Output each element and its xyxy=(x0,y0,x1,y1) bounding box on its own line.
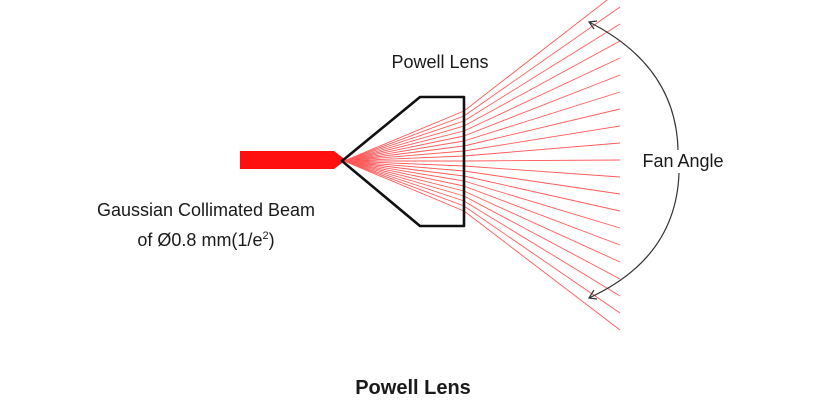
ray-outer xyxy=(463,205,621,314)
ray-inner xyxy=(343,130,465,162)
beam-label-line2: of Ø0.8 mm(1/e2) xyxy=(137,230,274,250)
ray-inner xyxy=(343,160,465,212)
ray-outer xyxy=(463,165,621,178)
ray-outer xyxy=(463,23,621,122)
ray-inner xyxy=(343,160,465,192)
ray-inner xyxy=(343,160,465,177)
ray-inner xyxy=(343,160,465,202)
ray-outer xyxy=(463,200,621,297)
ray-inner xyxy=(343,160,465,167)
ray-inner xyxy=(343,115,465,162)
ray-outer xyxy=(463,108,621,147)
ray-inner xyxy=(343,110,465,162)
ray-outer xyxy=(463,185,621,246)
ray-outer xyxy=(463,180,621,229)
ray-outer xyxy=(463,210,621,331)
beam-label-prefix: of Ø0.8 mm(1/e xyxy=(137,230,262,250)
collimated-beam xyxy=(240,151,346,169)
ray-outer xyxy=(463,125,621,152)
ray-inner xyxy=(343,150,465,162)
ray-inner xyxy=(343,135,465,162)
ray-fan xyxy=(343,0,621,331)
powell-lens-outline xyxy=(340,95,466,228)
ray-outer xyxy=(463,170,621,195)
ray-inner xyxy=(343,160,465,172)
ray-inner xyxy=(343,160,465,197)
ray-outer xyxy=(463,195,621,280)
ray-inner xyxy=(343,160,465,187)
ray-inner xyxy=(343,160,465,207)
fan-angle-label: Fan Angle xyxy=(642,151,723,171)
ray-outer xyxy=(463,142,621,157)
ray-outer xyxy=(463,159,621,162)
lens-label: Powell Lens xyxy=(391,52,488,72)
ray-inner xyxy=(343,160,465,182)
ray-inner xyxy=(343,155,465,162)
ray-inner xyxy=(343,140,465,162)
ray-outer xyxy=(463,91,621,142)
fan-angle-arc xyxy=(587,20,680,300)
beam-label-superscript: 2 xyxy=(262,230,268,242)
ray-inner xyxy=(343,145,465,162)
ray-outer xyxy=(463,175,621,212)
beam-label-line1: Gaussian Collimated Beam xyxy=(97,200,315,220)
beam-label-suffix: ) xyxy=(269,230,275,250)
ray-outer xyxy=(463,40,621,127)
ray-outer xyxy=(463,0,608,112)
ray-outer xyxy=(463,74,621,137)
figure-caption: Powell Lens xyxy=(355,377,471,399)
arrow-down-icon xyxy=(587,289,598,300)
arrow-up-icon xyxy=(587,20,598,30)
ray-outer xyxy=(463,190,621,263)
ray-inner xyxy=(343,125,465,162)
ray-outer xyxy=(463,57,621,132)
ray-inner xyxy=(343,120,465,162)
